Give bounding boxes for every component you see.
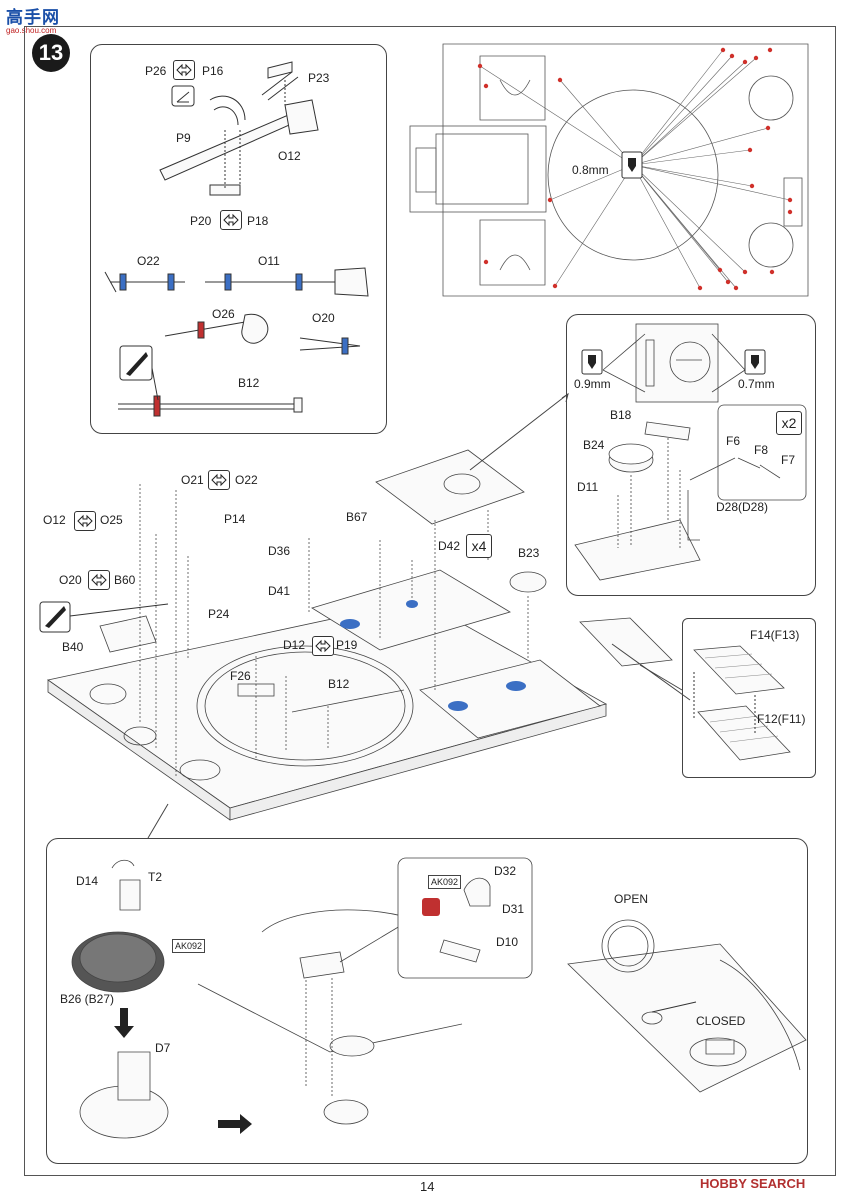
- label-b12-tools: B12: [238, 376, 260, 390]
- no-glue-icon: [422, 898, 440, 916]
- site-logo-url: gao.shou.com: [6, 26, 57, 35]
- label-b12-main: B12: [328, 677, 350, 691]
- label-d42: D42: [438, 539, 461, 553]
- watermark: HOBBY SEARCH: [700, 1176, 805, 1191]
- label-o20-tools: O20: [312, 311, 335, 325]
- label-d10: D10: [496, 935, 519, 949]
- label-o12-tools: O12: [278, 149, 301, 163]
- label-d32: D32: [494, 864, 517, 878]
- hatch-drill-left: 0.9mm: [574, 377, 611, 391]
- label-b26: B26 (B27): [60, 992, 115, 1006]
- swap-arrow-icon-4: [74, 511, 96, 531]
- step-number: 13: [38, 40, 64, 65]
- label-f7: F7: [781, 453, 796, 467]
- label-o11: O11: [258, 254, 280, 268]
- step-number-badge: 13: [32, 34, 70, 72]
- paint-code-2: AK092: [431, 877, 459, 887]
- label-o20-main: O20: [59, 573, 82, 587]
- label-b23: B23: [518, 546, 540, 560]
- label-d36: D36: [268, 544, 291, 558]
- label-d41: D41: [268, 584, 291, 598]
- swap-arrow-icon-5: [88, 570, 110, 590]
- label-p16: P16: [202, 64, 224, 78]
- label-p9: P9: [176, 131, 191, 145]
- label-f14: F14(F13): [750, 628, 800, 642]
- watermark-text: HOBBY SEARCH: [700, 1176, 806, 1191]
- label-f8: F8: [754, 443, 769, 457]
- label-o22-tools: O22: [137, 254, 160, 268]
- label-p19: P19: [336, 638, 358, 652]
- label-b40: B40: [62, 640, 84, 654]
- label-p18: P18: [247, 214, 269, 228]
- label-d7: D7: [155, 1041, 171, 1055]
- main-multiplier-box: x4: [466, 534, 492, 558]
- label-t2: T2: [148, 870, 163, 884]
- label-f26: F26: [230, 669, 251, 683]
- label-o26: O26: [212, 307, 235, 321]
- site-logo-text: 高手网: [6, 8, 60, 27]
- label-b24: B24: [583, 438, 605, 452]
- deck-drill-size: 0.8mm: [572, 163, 609, 177]
- label-p23: P23: [308, 71, 330, 85]
- swap-arrow-icon-6: [312, 636, 334, 656]
- label-f6: F6: [726, 434, 741, 448]
- paint-code-1: AK092: [175, 941, 203, 951]
- label-f12: F12(F11): [757, 712, 806, 726]
- page-number: 14: [420, 1179, 435, 1194]
- label-d14: D14: [76, 874, 99, 888]
- label-o22-main: O22: [235, 473, 258, 487]
- hatch-drill-right: 0.7mm: [738, 377, 775, 391]
- swap-arrow-icon-2: [220, 210, 242, 230]
- page-frame: [24, 26, 836, 1176]
- label-b67: B67: [346, 510, 368, 524]
- label-d11: D11: [577, 480, 599, 494]
- label-p14: P14: [224, 512, 246, 526]
- label-o21: O21: [181, 473, 204, 487]
- label-d28: D28(D28): [716, 500, 769, 514]
- label-closed: CLOSED: [696, 1014, 746, 1028]
- label-p24: P24: [208, 607, 230, 621]
- paint-code-tag-2: AK092: [428, 875, 462, 889]
- label-b18: B18: [610, 408, 632, 422]
- label-p26: P26: [145, 64, 167, 78]
- label-d31: D31: [502, 902, 525, 916]
- hatch-multiplier: x2: [781, 415, 797, 431]
- label-b60: B60: [114, 573, 136, 587]
- label-o12-main: O12: [43, 513, 66, 527]
- label-p20: P20: [190, 214, 212, 228]
- swap-arrow-icon-1: [173, 60, 195, 80]
- main-multiplier: x4: [471, 538, 487, 554]
- label-d12: D12: [283, 638, 306, 652]
- swap-arrow-icon-3: [208, 470, 230, 490]
- hatch-multiplier-box: x2: [776, 411, 802, 435]
- site-logo: 高手网 gao.shou.com: [6, 3, 76, 37]
- label-o25: O25: [100, 513, 123, 527]
- label-open: OPEN: [614, 892, 649, 906]
- paint-code-tag-1: AK092: [172, 939, 206, 953]
